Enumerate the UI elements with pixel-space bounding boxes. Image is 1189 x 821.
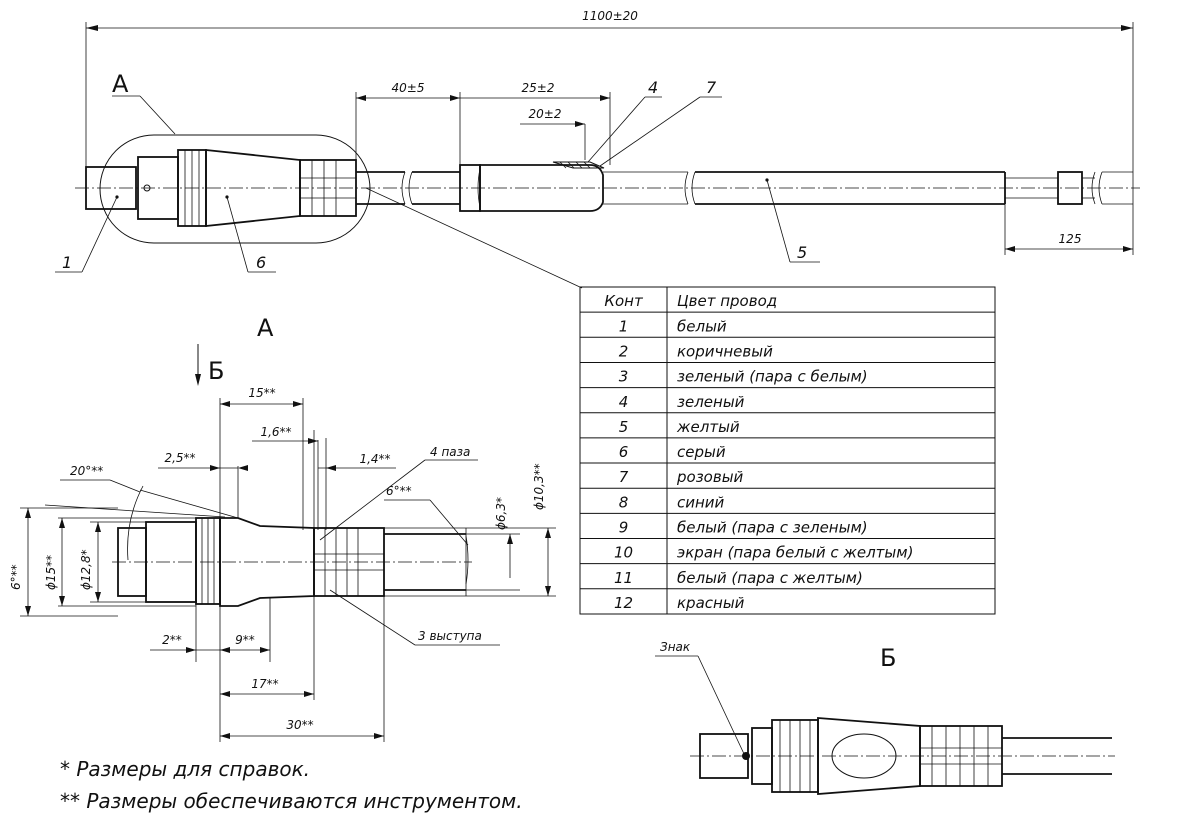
table-row-9-contact: 9 <box>619 519 629 537</box>
table-row-3-contact: 3 <box>619 368 629 386</box>
table-row-11-color: белый (пара с желтым) <box>677 569 863 587</box>
dim-2: 2** <box>162 633 182 647</box>
detail-a-view: А Б 15** <box>9 314 556 742</box>
table-row-2-contact: 2 <box>619 342 629 360</box>
note-reference-dims: * Размеры для справок. <box>60 757 310 781</box>
table-row-12-contact: 12 <box>614 594 633 612</box>
callout-5: 5 <box>797 243 807 262</box>
dim-30: 30** <box>286 718 313 732</box>
dim-1-4: 1,4** <box>359 452 390 466</box>
dim-6-deg-left: 6°** <box>9 564 23 590</box>
table-row-5-color: желтый <box>676 418 740 436</box>
table-row-3-color: зеленый (пара с белым) <box>677 368 868 386</box>
dim-overall-length: 1100±20 <box>582 9 638 23</box>
view-b-title: Б <box>880 644 896 672</box>
view-b: Б Знак <box>655 640 1115 795</box>
dim-9: 9** <box>235 633 255 647</box>
detail-a-arrow-label: Б <box>208 357 224 385</box>
callout-7: 7 <box>706 78 717 97</box>
table-row-4-color: зеленый <box>677 393 745 411</box>
table-row-8-contact: 8 <box>619 493 629 511</box>
table-row-8-color: синий <box>677 493 725 511</box>
dim-25: 25±2 <box>522 81 555 95</box>
table-row-2-color: коричневый <box>677 342 773 360</box>
dim-phi-15: ϕ15** <box>44 555 58 590</box>
dim-1-6: 1,6** <box>260 425 291 439</box>
note-tool-dims: ** Размеры обеспечиваются инструментом. <box>60 789 523 813</box>
label-3-vystupa: 3 выступа <box>418 629 482 643</box>
table-row-6-color: серый <box>677 443 726 461</box>
dim-6-deg-right: 6°** <box>386 484 412 498</box>
table-row-7-contact: 7 <box>619 468 629 486</box>
table-header-color: Цвет провод <box>677 292 777 310</box>
table-header-contact: Конт <box>604 292 644 310</box>
contact-color-table: Конт Цвет провод 1 белый 2 коричневый 3 зеленый… <box>579 286 996 615</box>
dim-phi-10-3: ϕ10,3** <box>532 463 546 510</box>
table-row-10-color: экран (пара белый с желтым) <box>677 544 913 562</box>
dim-phi-6-3: ϕ6,3* <box>494 497 508 530</box>
table-row-12-color: красный <box>677 594 745 612</box>
detail-a-title: А <box>257 314 274 342</box>
znak-label: Знак <box>660 640 691 654</box>
dim-2-5: 2,5** <box>164 451 195 465</box>
dim-20: 20±2 <box>529 107 562 121</box>
dim-20-deg: 20°** <box>70 464 103 478</box>
dim-phi-12-8: ϕ12,8* <box>79 549 93 590</box>
table-row-4-contact: 4 <box>619 393 629 411</box>
table-row-7-color: розовый <box>676 468 744 486</box>
table-row-9-color: белый (пара с зеленым) <box>677 519 868 537</box>
table-row-1-color: белый <box>677 317 727 335</box>
dim-15: 15** <box>248 386 275 400</box>
dim-17: 17** <box>251 677 278 691</box>
callout-6: 6 <box>256 253 266 272</box>
table-row-10-contact: 10 <box>614 544 633 562</box>
label-4-paza: 4 паза <box>430 445 470 459</box>
table-row-5-contact: 5 <box>619 418 629 436</box>
callout-1: 1 <box>62 253 72 272</box>
dim-40: 40±5 <box>392 81 425 95</box>
table-row-6-contact: 6 <box>619 443 629 461</box>
table-row-11-contact: 11 <box>614 569 633 587</box>
table-row-1-contact: 1 <box>619 317 629 335</box>
callout-4: 4 <box>648 78 658 97</box>
view-a-callout: А <box>112 70 129 98</box>
main-cable-view: 1100±20 А <box>55 9 1140 289</box>
dim-125: 125 <box>1059 232 1082 246</box>
